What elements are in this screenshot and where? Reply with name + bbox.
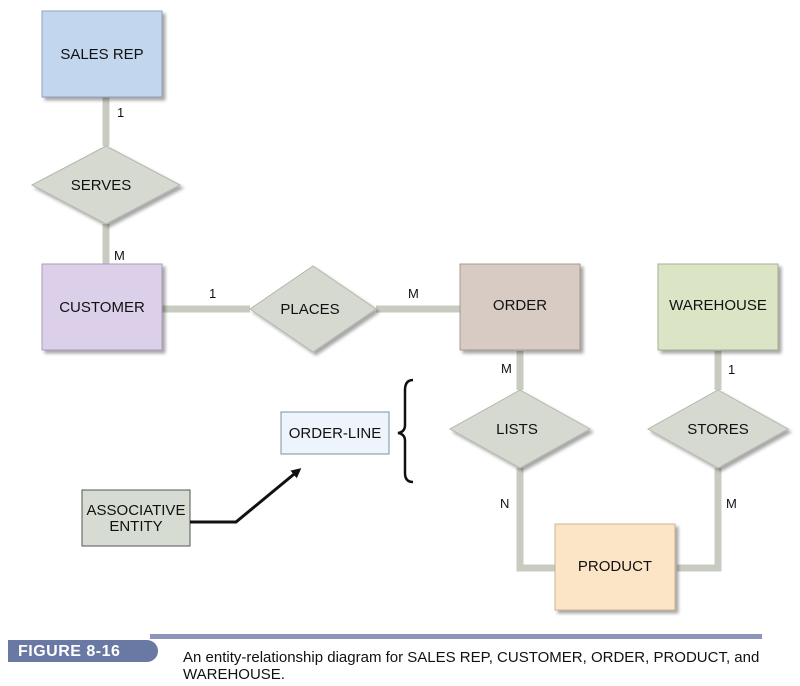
entity-warehouse-label: WAREHOUSE — [669, 297, 767, 314]
entity-customer: CUSTOMER — [41, 263, 163, 351]
connectors — [102, 97, 722, 572]
figure-tab — [8, 640, 158, 662]
entity-order: ORDER — [459, 263, 581, 351]
associative-entity-label-line1: ASSOCIATIVE — [87, 502, 186, 519]
cardinality-places-order: M — [408, 286, 419, 301]
relationship-serves: SERVES — [30, 145, 182, 225]
associative-entity-label-line2: ENTITY — [109, 518, 162, 535]
cardinality-labels: 1 M 1 M M N 1 M — [114, 105, 737, 511]
entity-product-label: PRODUCT — [578, 558, 652, 575]
relationship-stores-label: STORES — [687, 421, 748, 438]
relationship-places-label: PLACES — [280, 301, 339, 318]
associative-entity-box: ASSOCIATIVE ENTITY — [81, 489, 191, 547]
cardinality-order-lists: M — [501, 361, 512, 376]
cardinality-lists-product: N — [500, 496, 509, 511]
relationship-lists-label: LISTS — [496, 421, 538, 438]
entity-product: PRODUCT — [554, 523, 676, 611]
cardinality-salesrep-serves: 1 — [117, 105, 124, 120]
cardinality-customer-places: 1 — [209, 286, 216, 301]
order-line-box: ORDER-LINE — [280, 411, 390, 455]
entity-order-label: ORDER — [493, 297, 547, 314]
cardinality-warehouse-stores: 1 — [728, 362, 735, 377]
connector-lists-product — [516, 468, 557, 572]
cardinality-stores-product: M — [726, 496, 737, 511]
figure-caption: An entity-relationship diagram for SALES… — [183, 649, 760, 683]
figure-label: FIGURE 8-16 — [18, 643, 121, 660]
relationship-serves-label: SERVES — [71, 177, 132, 194]
entity-sales-rep: SALES REP — [41, 10, 163, 98]
relationship-places: PLACES — [249, 265, 377, 353]
caption-rule — [150, 634, 762, 639]
entity-customer-label: CUSTOMER — [59, 299, 145, 316]
relationship-lists: LISTS — [448, 389, 592, 469]
associative-arrow — [190, 468, 302, 524]
cardinality-serves-customer: M — [114, 248, 125, 263]
connector-stores-product — [677, 468, 722, 572]
entity-warehouse: WAREHOUSE — [657, 263, 779, 351]
order-line-label: ORDER-LINE — [289, 425, 382, 442]
relationship-stores: STORES — [646, 389, 790, 469]
curly-brace — [397, 378, 414, 484]
entity-sales-rep-label: SALES REP — [60, 46, 143, 63]
